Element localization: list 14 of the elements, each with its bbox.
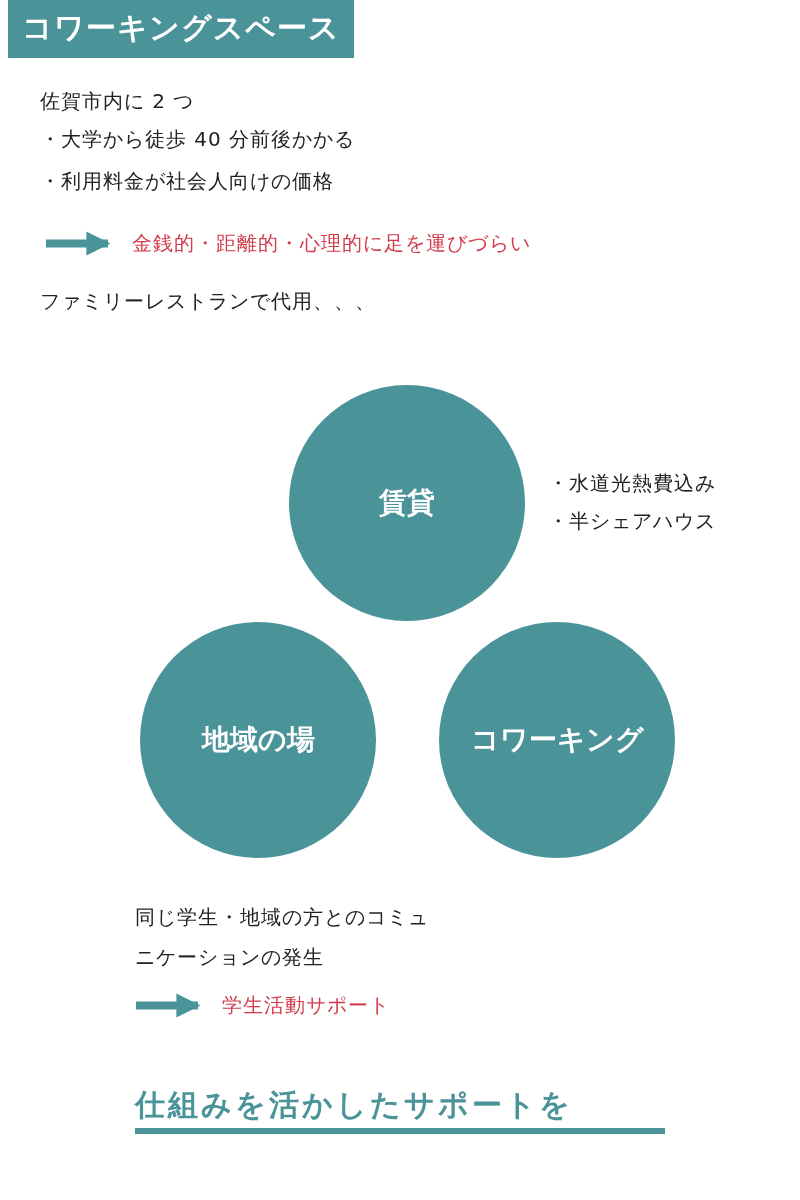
bullet-text: ・半シェアハウス — [548, 508, 716, 535]
text-line: 同じ学生・地域の方とのコミュニケーションの発生 — [135, 904, 430, 971]
text-line: ファミリーレストランで代用、、、 — [40, 288, 376, 315]
text-line: 佐賀市内に 2 つ — [40, 88, 195, 115]
title-banner: コワーキングスペース — [8, 0, 354, 58]
text-line: ・利用料金が社会人向けの価格 — [40, 168, 334, 195]
circle-label: 賃貸 — [379, 485, 435, 521]
circle-label: 地域の場 — [201, 722, 315, 758]
highlight-text: 金銭的・距離的・心理的に足を運びづらい — [132, 230, 531, 257]
highlight-text: 学生活動サポート — [222, 992, 390, 1019]
circle-label: コワーキング — [470, 722, 644, 758]
caption-heading: 仕組みを活かしたサポートを — [135, 1085, 665, 1134]
text-line: ・大学から徒歩 40 分前後かかる — [40, 126, 356, 153]
bullet-text: ・水道光熱費込み — [548, 470, 716, 497]
